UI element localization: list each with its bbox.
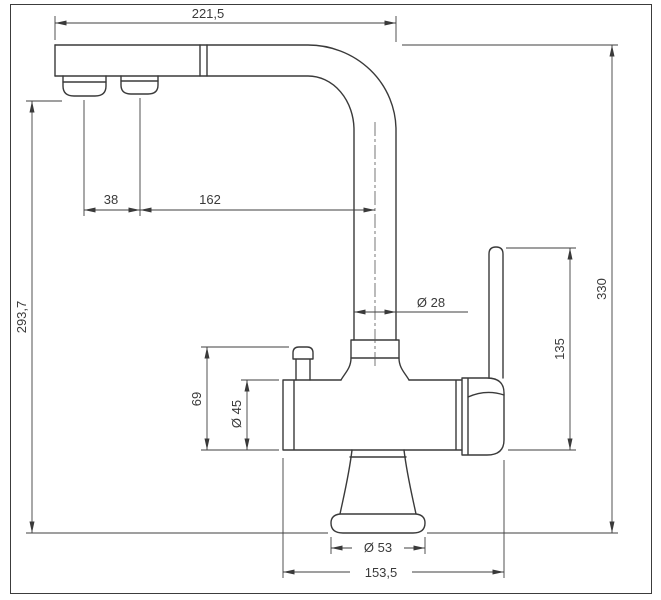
ext-lines-lever-height: [506, 247, 576, 451]
lever-housing: [461, 377, 505, 456]
dim-label-body-length: 153,5: [365, 565, 398, 580]
dim-label-spout-width: 221,5: [192, 6, 225, 21]
dim-label-overall-height: 330: [594, 278, 609, 300]
faucet-outline: [54, 44, 505, 534]
dim-label-pipe-diameter: Ø 28: [417, 295, 445, 310]
ext-lines-spout-width: [54, 16, 397, 42]
lever-pivot-seam: [467, 391, 505, 398]
pipe-flare: [340, 357, 410, 381]
ext-lines-body-length: [282, 458, 505, 578]
ext-lines-overall-height: [402, 44, 618, 534]
dim-label-lever-height: 135: [552, 338, 567, 360]
lever-handle-rod: [488, 246, 504, 379]
spout-inner-edge: [54, 75, 355, 341]
base-cone: [339, 449, 417, 515]
mixer-body: [282, 379, 463, 451]
pullout-head-joint: [199, 44, 208, 77]
dimension-annotations: 221,5 38 162 293,7 330 135 Ø 28 69 Ø 45: [14, 6, 618, 580]
dim-label-outlet-to-pipe: 162: [199, 192, 221, 207]
ext-lines-knob-height: [201, 346, 289, 451]
dim-label-knob-height: 69: [189, 392, 204, 406]
side-valve-knob: [292, 346, 314, 381]
dim-label-base-diameter: Ø 53: [364, 540, 392, 555]
ext-lines-outlets: [83, 98, 141, 216]
sheet-border: [10, 4, 652, 594]
dim-label-left-height: 293,7: [14, 301, 29, 334]
dim-label-outlet-spacing: 38: [104, 192, 118, 207]
spray-outlet-rear: [120, 75, 159, 95]
spray-outlet-front: [62, 75, 107, 97]
dim-label-body-diameter: Ø 45: [229, 400, 244, 428]
base-flange: [330, 513, 426, 534]
spout-outer-edge: [54, 44, 397, 341]
